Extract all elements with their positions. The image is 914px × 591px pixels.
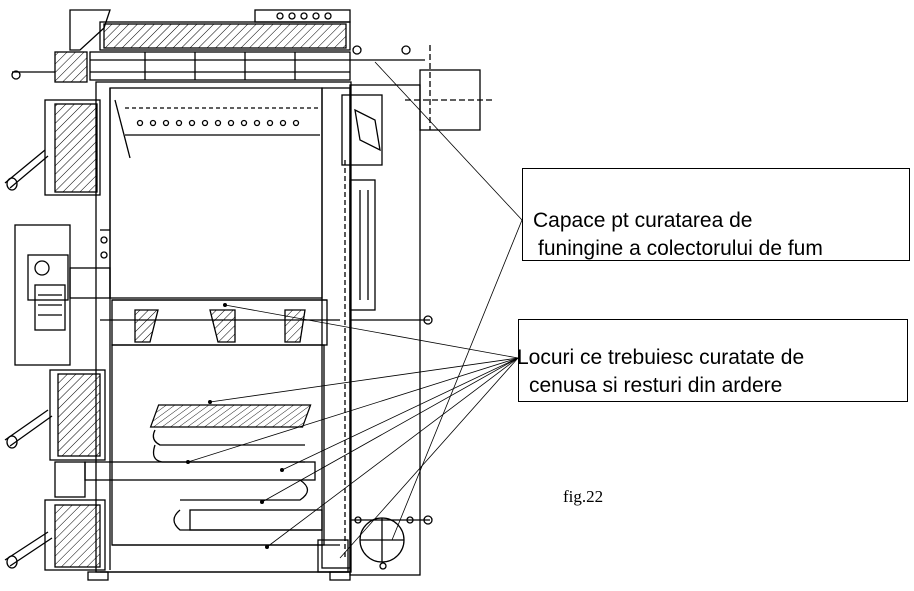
leader-lines-bottom [187,304,519,559]
boiler-body [4,9,495,581]
callout-ash-residue-line2: cenusa si resturi din ardere [529,374,783,397]
callout-smoke-collector: Capace pt curatarea de funingine a colec… [522,168,910,261]
leader-points [186,303,284,549]
callout-smoke-collector-line2: funingine a colectorului de fum [538,237,823,260]
top-bolts-row [276,12,332,20]
callout-ash-residue-line1: Locuri ce trebuiesc curatate de [517,346,805,369]
leader-lines-top [374,61,523,541]
callout-smoke-collector-line1: Capace pt curatarea de [533,209,753,232]
tube-holes-row [136,119,300,127]
callout-ash-residue: Locuri ce trebuiesc curatate de cenusa s… [517,319,908,402]
figure-label: fig.22 [563,487,604,506]
